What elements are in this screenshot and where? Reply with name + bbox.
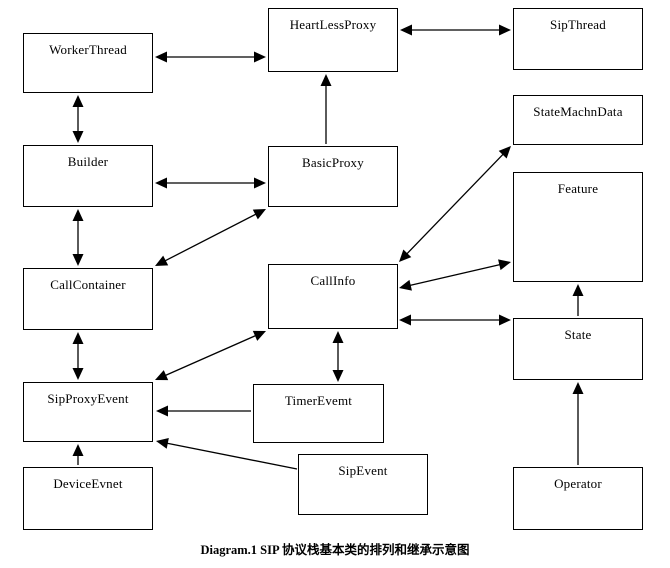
edge-sipevent-sipproxyevent: [156, 437, 298, 470]
node-callinfo[interactable]: CallInfo: [268, 264, 398, 329]
node-label: SipThread: [550, 17, 606, 32]
edge-line: [403, 150, 507, 258]
arrowhead-start: [399, 314, 411, 326]
edge-line: [406, 263, 504, 287]
arrowhead-end: [332, 370, 344, 382]
edge-callcontainer-basicproxy: [155, 209, 266, 266]
node-state[interactable]: State: [513, 318, 643, 380]
node-label: CallInfo: [310, 273, 356, 288]
edge-operator-state: [572, 382, 584, 465]
edge-line: [161, 333, 260, 378]
edge-callinfo-statemachndata: [399, 146, 511, 262]
edge-sipproxyevent-callinfo: [155, 330, 266, 381]
edge-callinfo-timerevemt: [332, 331, 344, 382]
node-label: BasicProxy: [302, 155, 364, 170]
node-label: TimerEvemt: [284, 393, 353, 408]
node-deviceevnet[interactable]: DeviceEvnet: [23, 467, 153, 530]
node-label: DeviceEvnet: [53, 476, 123, 491]
arrowhead-end: [156, 437, 169, 449]
arrowhead-start: [155, 51, 167, 63]
arrowhead-end: [72, 254, 84, 266]
diagram-caption: Diagram.1 SIP 协议栈基本类的排列和继承示意图: [200, 543, 470, 557]
arrowhead-start: [155, 255, 169, 266]
node-timerevemt[interactable]: TimerEvemt: [253, 384, 384, 443]
arrowhead-end: [572, 382, 584, 394]
arrowhead-start: [400, 24, 412, 36]
node-sipthread[interactable]: SipThread: [513, 8, 643, 70]
node-builder[interactable]: Builder: [23, 145, 153, 207]
node-label: Operator: [554, 476, 602, 491]
arrowhead-end: [72, 444, 84, 456]
arrowhead-start: [72, 95, 84, 107]
edge-builder-callcontainer: [72, 209, 84, 266]
node-workerthread[interactable]: WorkerThread: [23, 33, 153, 93]
edge-line: [161, 211, 260, 264]
node-operator[interactable]: Operator: [513, 467, 643, 530]
arrowhead-end: [499, 24, 511, 36]
arrowhead-end: [320, 74, 332, 86]
node-statemachndata[interactable]: StateMachnData: [513, 95, 643, 145]
edge-basicproxy-heartlessproxy: [320, 74, 332, 144]
node-label: WorkerThread: [49, 42, 127, 57]
node-heartlessproxy[interactable]: HeartLessProxy: [268, 8, 398, 72]
edge-heartlessproxy-sipthread: [400, 24, 511, 36]
node-label: State: [564, 327, 592, 342]
arrowhead-start: [72, 332, 84, 344]
arrowhead-start: [332, 331, 344, 343]
arrowhead-end: [252, 330, 266, 341]
node-label: Builder: [67, 154, 109, 169]
edge-callinfo-feature: [399, 259, 511, 291]
edge-callcontainer-sipproxyevent: [72, 332, 84, 380]
node-feature[interactable]: Feature: [513, 172, 643, 282]
arrowhead-start: [399, 279, 412, 291]
arrowhead-end: [252, 209, 266, 220]
node-label: Feature: [557, 181, 599, 196]
arrowhead-end: [498, 259, 511, 271]
arrowhead-end: [572, 284, 584, 296]
node-callcontainer[interactable]: CallContainer: [23, 268, 153, 330]
node-label: SipProxyEvent: [47, 391, 129, 406]
arrowhead-start: [155, 177, 167, 189]
edge-deviceevnet-sipproxyevent: [72, 444, 84, 465]
arrowhead-end: [156, 405, 168, 417]
node-sipevent[interactable]: SipEvent: [298, 454, 428, 515]
arrowhead-end: [72, 131, 84, 143]
node-basicproxy[interactable]: BasicProxy: [268, 146, 398, 207]
arrowhead-end: [254, 51, 266, 63]
arrowhead-end: [72, 368, 84, 380]
arrowhead-start: [72, 209, 84, 221]
node-label: SipEvent: [338, 463, 388, 478]
node-label: HeartLessProxy: [289, 17, 377, 32]
edge-state-feature: [572, 284, 584, 316]
arrowhead-end: [498, 146, 511, 159]
arrowhead-start: [155, 370, 169, 381]
edge-workerthread-builder: [72, 95, 84, 143]
arrowhead-end: [254, 177, 266, 189]
edge-line: [163, 441, 298, 470]
arrowhead-start: [399, 249, 412, 262]
edge-callinfo-state: [399, 314, 511, 326]
edge-timerevemt-sipproxyevent: [156, 405, 251, 417]
node-sipproxyevent[interactable]: SipProxyEvent: [23, 382, 153, 442]
edge-builder-basicproxy: [155, 177, 266, 189]
arrowhead-end: [499, 314, 511, 326]
node-label: StateMachnData: [533, 104, 623, 119]
node-label: CallContainer: [50, 277, 126, 292]
edge-workerthread-heartlessproxy: [155, 51, 266, 63]
